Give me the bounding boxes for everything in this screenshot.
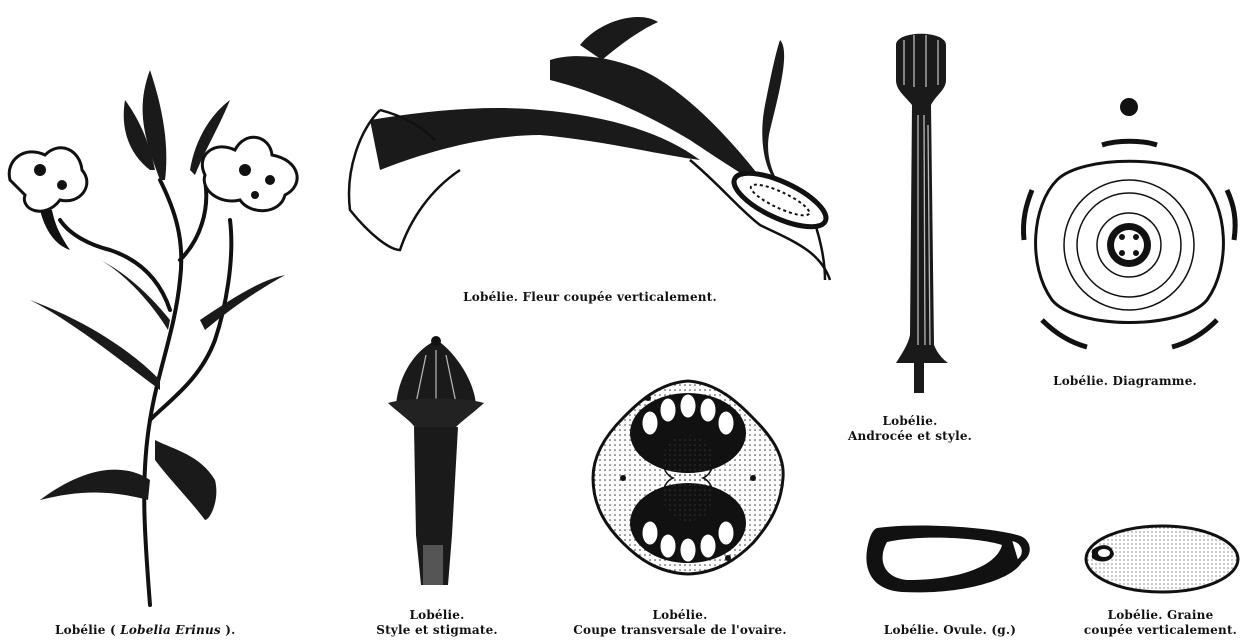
caption-androecium: Lobélie. Androcée et style. [835, 414, 985, 444]
caption-style-line1: Lobélie. [362, 608, 512, 623]
caption-plant-prefix: Lobélie ( [55, 623, 120, 637]
caption-flower-section: Lobélie. Fleur coupée verticalement. [440, 290, 740, 305]
caption-ovary-line2: Coupe transversale de l'ovaire. [570, 623, 790, 638]
caption-androecium-line2: Androcée et style. [835, 429, 985, 444]
caption-diagram-line: Lobélie. Diagramme. [1040, 374, 1210, 389]
caption-seed: Lobélie. Graine coupée verticalement. [1078, 608, 1243, 638]
caption-seed-line2: coupée verticalement. [1078, 623, 1243, 638]
caption-flower-section-line: Lobélie. Fleur coupée verticalement. [440, 290, 740, 305]
flower-section-illustration [340, 10, 840, 285]
lobelia-plant-illustration [0, 60, 320, 610]
floral-diagram-illustration [1012, 95, 1242, 355]
caption-ovary: Lobélie. Coupe transversale de l'ovaire. [570, 608, 790, 638]
seed-illustration [1082, 522, 1242, 597]
ovary-cross-section-illustration [588, 378, 788, 578]
caption-seed-line1: Lobélie. Graine [1078, 608, 1243, 623]
caption-androecium-line1: Lobélie. [835, 414, 985, 429]
caption-plant: Lobélie ( Lobelia Erinus ). [55, 623, 235, 638]
ovule-illustration [862, 520, 1037, 600]
caption-style: Lobélie. Style et stigmate. [362, 608, 512, 638]
caption-style-line2: Style et stigmate. [362, 623, 512, 638]
caption-ovule-line: Lobélie. Ovule. (g.) [870, 623, 1030, 638]
androecium-illustration [876, 25, 966, 395]
caption-ovule: Lobélie. Ovule. (g.) [870, 623, 1030, 638]
caption-plant-species: Lobelia Erinus [120, 623, 221, 637]
style-stigma-illustration [386, 335, 486, 590]
caption-plant-suffix: ). [221, 623, 236, 637]
caption-diagram: Lobélie. Diagramme. [1040, 374, 1210, 389]
caption-ovary-line1: Lobélie. [570, 608, 790, 623]
